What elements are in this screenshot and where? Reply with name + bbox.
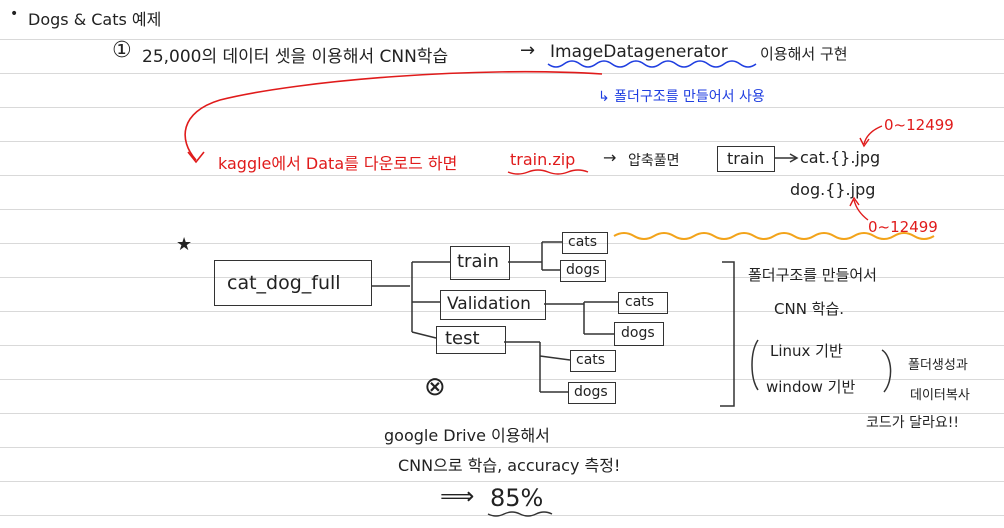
test-cats-node: cats xyxy=(570,350,616,372)
train-dogs-label: dogs xyxy=(566,262,600,278)
linux-label: Linux 기반 xyxy=(770,342,843,360)
method-name: ImageDatagenerator xyxy=(550,42,728,62)
unzip-label: 압축풀면 xyxy=(628,153,680,169)
root-folder-box: cat_dog_full xyxy=(214,260,372,306)
page-title: Dogs & Cats 예제 xyxy=(28,10,162,29)
cat-range: 0~12499 xyxy=(884,116,954,134)
line2-arrow: → xyxy=(603,148,617,167)
val-dogs-node: dogs xyxy=(614,322,664,346)
star-icon: ★ xyxy=(176,234,193,255)
root-folder-label: cat_dog_full xyxy=(227,272,341,294)
val-cats-node: cats xyxy=(618,292,668,314)
dog-file-pattern: dog.{}.jpg xyxy=(790,180,876,199)
google-drive-note: google Drive 이용해서 xyxy=(384,426,550,445)
test-node: test xyxy=(436,326,506,354)
right-note-3: 폴더생성과 xyxy=(908,358,968,373)
train-folder-box: train xyxy=(717,146,775,172)
test-dogs-label: dogs xyxy=(574,384,608,400)
validation-node-label: Validation xyxy=(447,294,531,314)
train-folder-label: train xyxy=(727,149,765,168)
drive-icon: ⊗ xyxy=(424,372,446,402)
test-dogs-node: dogs xyxy=(568,382,616,404)
right-note-2: CNN 학습. xyxy=(774,300,845,318)
test-cats-label: cats xyxy=(576,352,606,368)
window-label: window 기반 xyxy=(766,378,856,396)
train-node-label: train xyxy=(457,251,499,272)
accuracy-result: 85% xyxy=(490,484,544,512)
train-node: train xyxy=(450,246,510,280)
line1-suffix: 이용해서 구현 xyxy=(760,45,848,63)
train-cats-node: cats xyxy=(562,232,608,254)
right-note-4: 데이터복사 xyxy=(910,388,970,403)
train-cats-label: cats xyxy=(568,234,598,250)
validation-node: Validation xyxy=(440,290,546,320)
val-cats-label: cats xyxy=(625,294,655,310)
bullet: • xyxy=(10,6,19,22)
folder-structure-note: ↳ 폴더구조를 만들어서 사용 xyxy=(598,89,765,105)
val-dogs-label: dogs xyxy=(621,325,655,341)
test-node-label: test xyxy=(445,328,480,349)
right-note-1: 폴더구조를 만들어서 xyxy=(748,266,877,284)
accuracy-note: CNN으로 학습, accuracy 측정! xyxy=(398,456,621,475)
line1-arrow: → xyxy=(520,40,536,61)
zip-file-name: train.zip xyxy=(510,150,576,169)
result-arrow: ⟹ xyxy=(440,482,475,510)
dog-range: 0~12499 xyxy=(868,218,938,236)
kaggle-note: kaggle에서 Data를 다운로드 하면 xyxy=(218,154,458,173)
line1-text: 25,000의 데이터 셋을 이용해서 CNN학습 xyxy=(142,47,449,67)
train-dogs-node: dogs xyxy=(560,260,606,282)
cat-file-pattern: cat.{}.jpg xyxy=(800,148,881,167)
step-number: ① xyxy=(112,38,132,63)
right-note-5: 코드가 달라요!! xyxy=(866,415,959,431)
